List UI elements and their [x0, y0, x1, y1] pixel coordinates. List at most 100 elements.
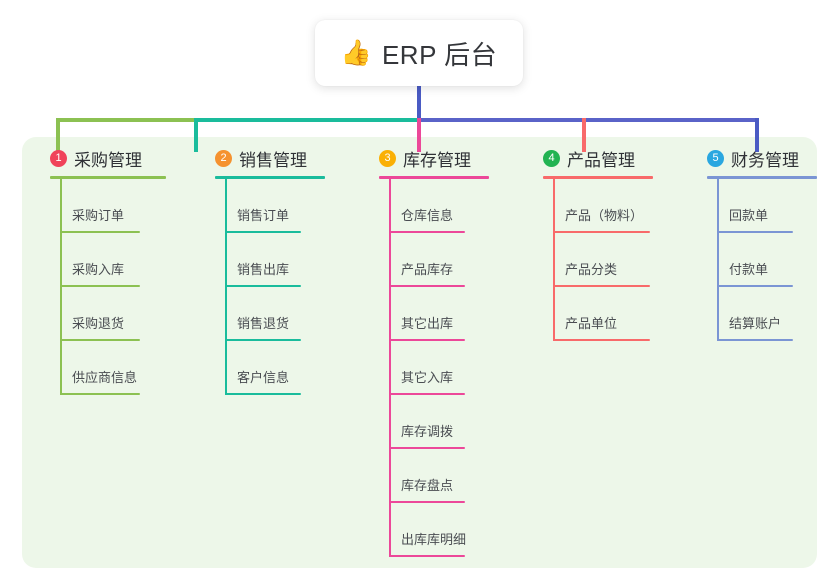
branch-item[interactable]: 供应商信息 [40, 341, 185, 395]
branch-header-rule [707, 176, 817, 179]
branch-item[interactable]: 库存调拨 [369, 395, 514, 449]
branch-spine [389, 179, 391, 557]
branch-title: 采购管理 [74, 150, 142, 170]
branch-item-rule [60, 339, 140, 341]
branch-item-rule [389, 231, 465, 233]
branch-item-rule [717, 285, 793, 287]
branch-item-rule [389, 501, 465, 503]
branch-item[interactable]: 销售退货 [205, 287, 350, 341]
branch-number-badge: 5 [707, 149, 724, 167]
branch-header-2[interactable]: 2 销售管理 [205, 146, 350, 170]
branch-spine [225, 179, 227, 395]
branch-item[interactable]: 采购入库 [40, 233, 185, 287]
branch-item-rule [389, 285, 465, 287]
branch-number-badge: 4 [543, 149, 560, 167]
branch-item-label: 销售出库 [237, 262, 290, 277]
branch-item-rule [60, 393, 140, 395]
branch-item-rule [389, 447, 465, 449]
branch-item[interactable]: 其它出库 [369, 287, 514, 341]
branch-column-1: 1 采购管理采购订单采购入库采购退货供应商信息 [40, 146, 185, 395]
branch-column-2: 2 销售管理销售订单销售出库销售退货客户信息 [205, 146, 350, 395]
branch-item-label: 采购入库 [72, 262, 125, 277]
branch-item[interactable]: 采购订单 [40, 179, 185, 233]
branch-title: 销售管理 [239, 150, 307, 170]
branch-item[interactable]: 产品单位 [533, 287, 678, 341]
branch-item-rule [389, 555, 465, 557]
branch-spine [553, 179, 555, 341]
branch-item[interactable]: 产品（物料） [533, 179, 678, 233]
branch-item[interactable]: 客户信息 [205, 341, 350, 395]
thumbs-up-icon: 👍 [340, 38, 372, 67]
branch-item-label: 产品分类 [565, 262, 618, 277]
branch-item-label: 结算账户 [729, 316, 782, 331]
branch-item-rule [717, 339, 793, 341]
branch-item[interactable]: 采购退货 [40, 287, 185, 341]
branch-item-rule [389, 393, 465, 395]
branch-title: 财务管理 [731, 150, 799, 170]
branch-item-rule [717, 231, 793, 233]
branch-header-1[interactable]: 1 采购管理 [40, 146, 185, 170]
branch-item[interactable]: 库存盘点 [369, 449, 514, 503]
branch-item-label: 销售退货 [237, 316, 290, 331]
branch-item-rule [60, 285, 140, 287]
branch-item-label: 采购订单 [72, 208, 125, 223]
branch-item-list: 仓库信息产品库存其它出库其它入库库存调拨库存盘点出库库明细 [369, 179, 514, 557]
branch-item[interactable]: 产品分类 [533, 233, 678, 287]
branch-item-label: 采购退货 [72, 316, 125, 331]
branch-item-label: 其它出库 [401, 316, 454, 331]
branch-item-rule [60, 231, 140, 233]
branch-item-label: 供应商信息 [72, 370, 138, 385]
branch-header-rule [379, 176, 489, 179]
branch-item-rule [225, 231, 301, 233]
branch-item-rule [553, 285, 650, 287]
branch-item-list: 销售订单销售出库销售退货客户信息 [205, 179, 350, 395]
branch-item-rule [225, 393, 301, 395]
branch-item-label: 产品（物料） [565, 208, 644, 223]
branch-item[interactable]: 其它入库 [369, 341, 514, 395]
branch-header-3[interactable]: 3 库存管理 [369, 146, 514, 170]
branch-item-list: 回款单付款单结算账户 [697, 179, 839, 341]
branch-item-rule [553, 231, 650, 233]
branch-item-list: 产品（物料） 产品分类产品单位 [533, 179, 678, 341]
branch-number-badge: 2 [215, 149, 232, 167]
branch-item[interactable]: 结算账户 [697, 287, 839, 341]
branch-item[interactable]: 销售出库 [205, 233, 350, 287]
branch-item-label: 库存调拨 [401, 424, 454, 439]
branch-header-rule [543, 176, 653, 179]
branch-column-3: 3 库存管理仓库信息产品库存其它出库其它入库库存调拨库存盘点出库库明细 [369, 146, 514, 557]
branch-item-label: 库存盘点 [401, 478, 454, 493]
branch-number-badge: 3 [379, 149, 396, 167]
branch-item[interactable]: 回款单 [697, 179, 839, 233]
branch-column-5: 5 财务管理回款单付款单结算账户 [697, 146, 839, 341]
branch-title: 库存管理 [403, 150, 471, 170]
branch-item-rule [389, 339, 465, 341]
root-node[interactable]: 👍 ERP 后台 [315, 20, 523, 86]
branch-item-label: 客户信息 [237, 370, 290, 385]
branch-item-label: 出库库明细 [401, 532, 467, 547]
branch-item-label: 产品单位 [565, 316, 618, 331]
branch-number-badge: 1 [50, 149, 67, 167]
branch-spine [717, 179, 719, 341]
branches-panel [22, 137, 817, 568]
branch-item-label: 销售订单 [237, 208, 290, 223]
root-title: ERP 后台 [381, 39, 498, 70]
branch-item-rule [225, 339, 301, 341]
branch-item-label: 其它入库 [401, 370, 454, 385]
branch-header-rule [50, 176, 166, 179]
branch-item[interactable]: 销售订单 [205, 179, 350, 233]
branch-item-rule [225, 285, 301, 287]
branch-spine [60, 179, 62, 395]
branch-item[interactable]: 出库库明细 [369, 503, 514, 557]
branch-item[interactable]: 产品库存 [369, 233, 514, 287]
branch-item[interactable]: 仓库信息 [369, 179, 514, 233]
branch-item-label: 产品库存 [401, 262, 454, 277]
branch-header-5[interactable]: 5 财务管理 [697, 146, 839, 170]
branch-item-rule [553, 339, 650, 341]
branch-item[interactable]: 付款单 [697, 233, 839, 287]
branch-item-label: 仓库信息 [401, 208, 454, 223]
branch-item-label: 回款单 [729, 208, 769, 223]
